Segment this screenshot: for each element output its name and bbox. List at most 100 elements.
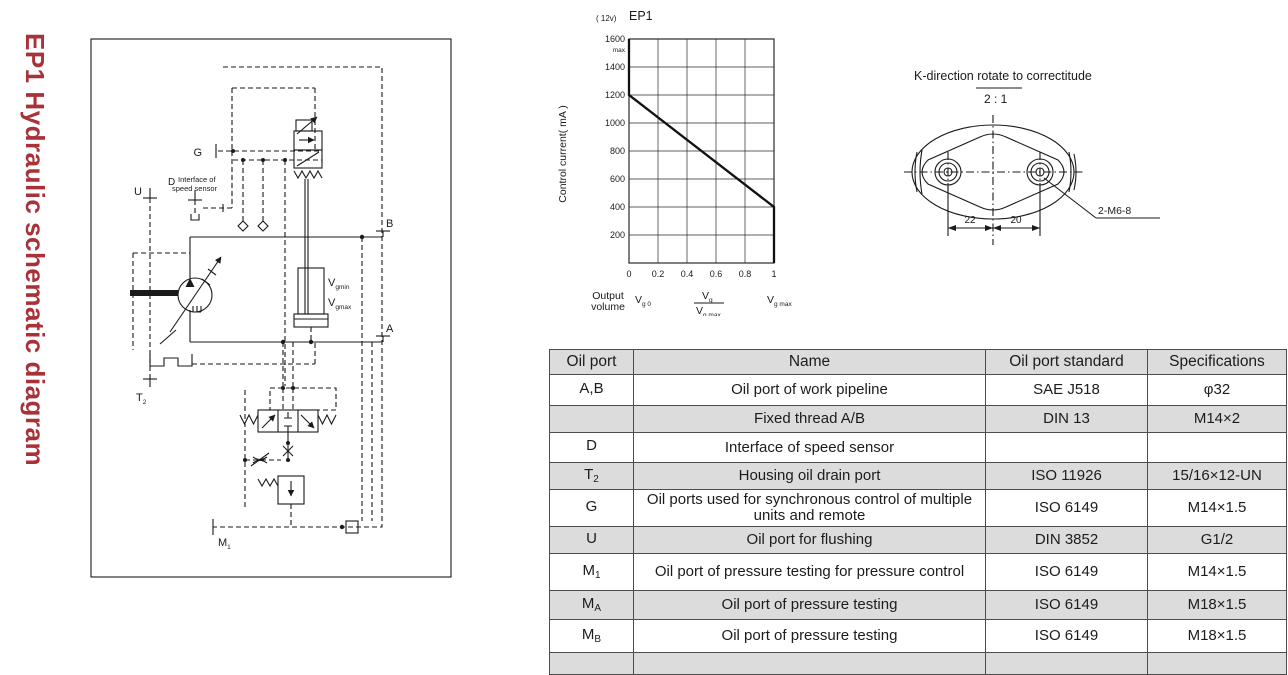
cell-spec: M14×2 — [1147, 405, 1287, 433]
port-t2 — [143, 342, 316, 387]
performance-chart: ( 12v) EP1 Control current( mA ) 1600 ma… — [557, 9, 792, 316]
schematic-frame — [90, 38, 452, 578]
cell-name: Oil ports used for synchronous control o… — [633, 489, 986, 527]
chart-y-ticks: 1600 max 1400 1200 1000 800 600 400 200 — [605, 34, 626, 240]
bolt-hole-left — [934, 152, 962, 192]
port-u — [143, 188, 157, 379]
svg-text:800: 800 — [610, 146, 625, 156]
cell-name: Fixed thread A/B — [633, 405, 986, 433]
cell-spec: M14×1.5 — [1147, 553, 1287, 591]
dim-right-label: 20 — [1010, 215, 1022, 226]
chart-max-note: max — [613, 47, 626, 54]
d-note-line2: speed sensor — [172, 184, 218, 193]
svg-text:1600: 1600 — [605, 34, 625, 44]
chart-x-ticks: 0 0.2 0.4 0.6 0.8 1 — [626, 269, 776, 279]
svg-text:1000: 1000 — [605, 118, 625, 128]
table-row: MA Oil port of pressure testing ISO 6149… — [549, 590, 1287, 620]
svg-text:400: 400 — [610, 202, 625, 212]
dim-left-label: 22 — [964, 215, 976, 226]
directional-valve-icon — [239, 386, 337, 433]
svg-text:0.4: 0.4 — [681, 269, 694, 279]
oil-port-table: Oil port Name Oil port standard Specific… — [549, 349, 1287, 675]
hydraulic-schematic: G Vgmin Vgmax B — [90, 38, 452, 578]
cell-standard — [985, 432, 1148, 463]
pump-icon — [130, 256, 222, 345]
svg-text:volume: volume — [591, 301, 625, 313]
table-row: U Oil port for flushing DIN 3852 G1/2 — [549, 526, 1287, 554]
cell-port: U — [549, 526, 634, 554]
k-direction-view: K-direction rotate to correctitude 2 : 1 — [904, 69, 1160, 245]
chart-title: EP1 — [629, 9, 653, 23]
svg-text:600: 600 — [610, 174, 625, 184]
cell-spec: M18×1.5 — [1147, 590, 1287, 620]
port-m1 — [212, 237, 373, 535]
cell-name: Oil port of work pipeline — [633, 374, 986, 406]
work-line-b — [189, 230, 390, 278]
header-name: Name — [633, 349, 986, 375]
cell-spec — [1147, 432, 1287, 463]
table-row: MB Oil port of pressure testing ISO 6149… — [549, 619, 1287, 653]
cell-standard: DIN 13 — [985, 405, 1148, 433]
d-note-line1: Interface of — [178, 175, 216, 184]
bolt-callout-label: 2-M6-8 — [1098, 205, 1131, 217]
page-title: EP1 Hydraulic schematic diagram — [20, 33, 50, 467]
table-row: A,B Oil port of work pipeline SAE J518 φ… — [549, 374, 1287, 406]
svg-text:0.2: 0.2 — [652, 269, 665, 279]
port-d — [188, 190, 202, 221]
chart-ylabel: Control current( mA ) — [557, 105, 569, 202]
cell-name: Oil port of pressure testing — [633, 590, 986, 620]
cell-standard: ISO 6149 — [985, 489, 1148, 527]
cell-port: A,B — [549, 374, 634, 406]
pilot-lines — [202, 144, 322, 386]
svg-text:0.8: 0.8 — [739, 269, 752, 279]
port-m1-label: M1 — [218, 537, 231, 551]
chart-voltage-note: ( 12v) — [596, 14, 617, 23]
pump-enclosure — [132, 252, 190, 350]
cell-spec: G1/2 — [1147, 526, 1287, 554]
header-specifications: Specifications — [1147, 349, 1287, 375]
cell-name: Interface of speed sensor — [633, 432, 986, 463]
bolt-hole-right — [1026, 152, 1054, 192]
cell-name: Oil port of pressure testing for pressur… — [633, 553, 986, 591]
vg-ratio-label: Vg Vg max — [694, 290, 724, 316]
chart-curve — [627, 39, 776, 263]
port-t2-label: T2 — [136, 392, 147, 406]
stroke-cylinder-icon — [293, 267, 329, 328]
cell-name: Housing oil drain port — [633, 462, 986, 490]
vgmin-label: Vgmin — [328, 277, 350, 291]
header-standard: Oil port standard — [985, 349, 1148, 375]
port-g-label: G — [193, 147, 202, 159]
cell-standard: DIN 3852 — [985, 526, 1148, 554]
cell-port: MA — [549, 590, 634, 620]
cell-port — [549, 405, 634, 433]
cell-port: M1 — [549, 553, 634, 591]
table-row: G Oil ports used for synchronous control… — [549, 489, 1287, 527]
port-u-label: U — [134, 186, 142, 198]
svg-text:0.6: 0.6 — [710, 269, 723, 279]
cell-port: MB — [549, 619, 634, 653]
cell-spec: M18×1.5 — [1147, 619, 1287, 653]
cell-standard: SAE J518 — [985, 374, 1148, 406]
svg-text:1200: 1200 — [605, 90, 625, 100]
chart-x-caption: Output volume Vg 0 Vg Vg max Vg max — [591, 290, 792, 316]
table-row: M1 Oil port of pressure testing for pres… — [549, 553, 1287, 591]
cell-port: D — [549, 432, 634, 463]
port-d-label: D — [168, 177, 175, 188]
port-b-label: B — [386, 218, 393, 230]
k-view-title: K-direction rotate to correctitude — [914, 69, 1092, 83]
cell-standard: ISO 6149 — [985, 553, 1148, 591]
vg0-label: Vg 0 — [635, 294, 651, 308]
flange-drawing — [904, 115, 1084, 245]
cell-spec: M14×1.5 — [1147, 489, 1287, 527]
cell-port: G — [549, 489, 634, 527]
vgmax-label: Vgmax — [328, 297, 352, 311]
table-row: Fixed thread A/B DIN 13 M14×2 — [549, 405, 1287, 433]
cell-standard: ISO 11926 — [985, 462, 1148, 490]
svg-text:0: 0 — [626, 269, 631, 279]
work-line-a — [189, 310, 390, 388]
svg-text:Vg max: Vg max — [696, 305, 721, 316]
pressure-control-icons — [243, 390, 305, 527]
svg-text:200: 200 — [610, 230, 625, 240]
cell-spec: 15/16×12-UN — [1147, 462, 1287, 490]
port-a-label: A — [386, 323, 394, 335]
